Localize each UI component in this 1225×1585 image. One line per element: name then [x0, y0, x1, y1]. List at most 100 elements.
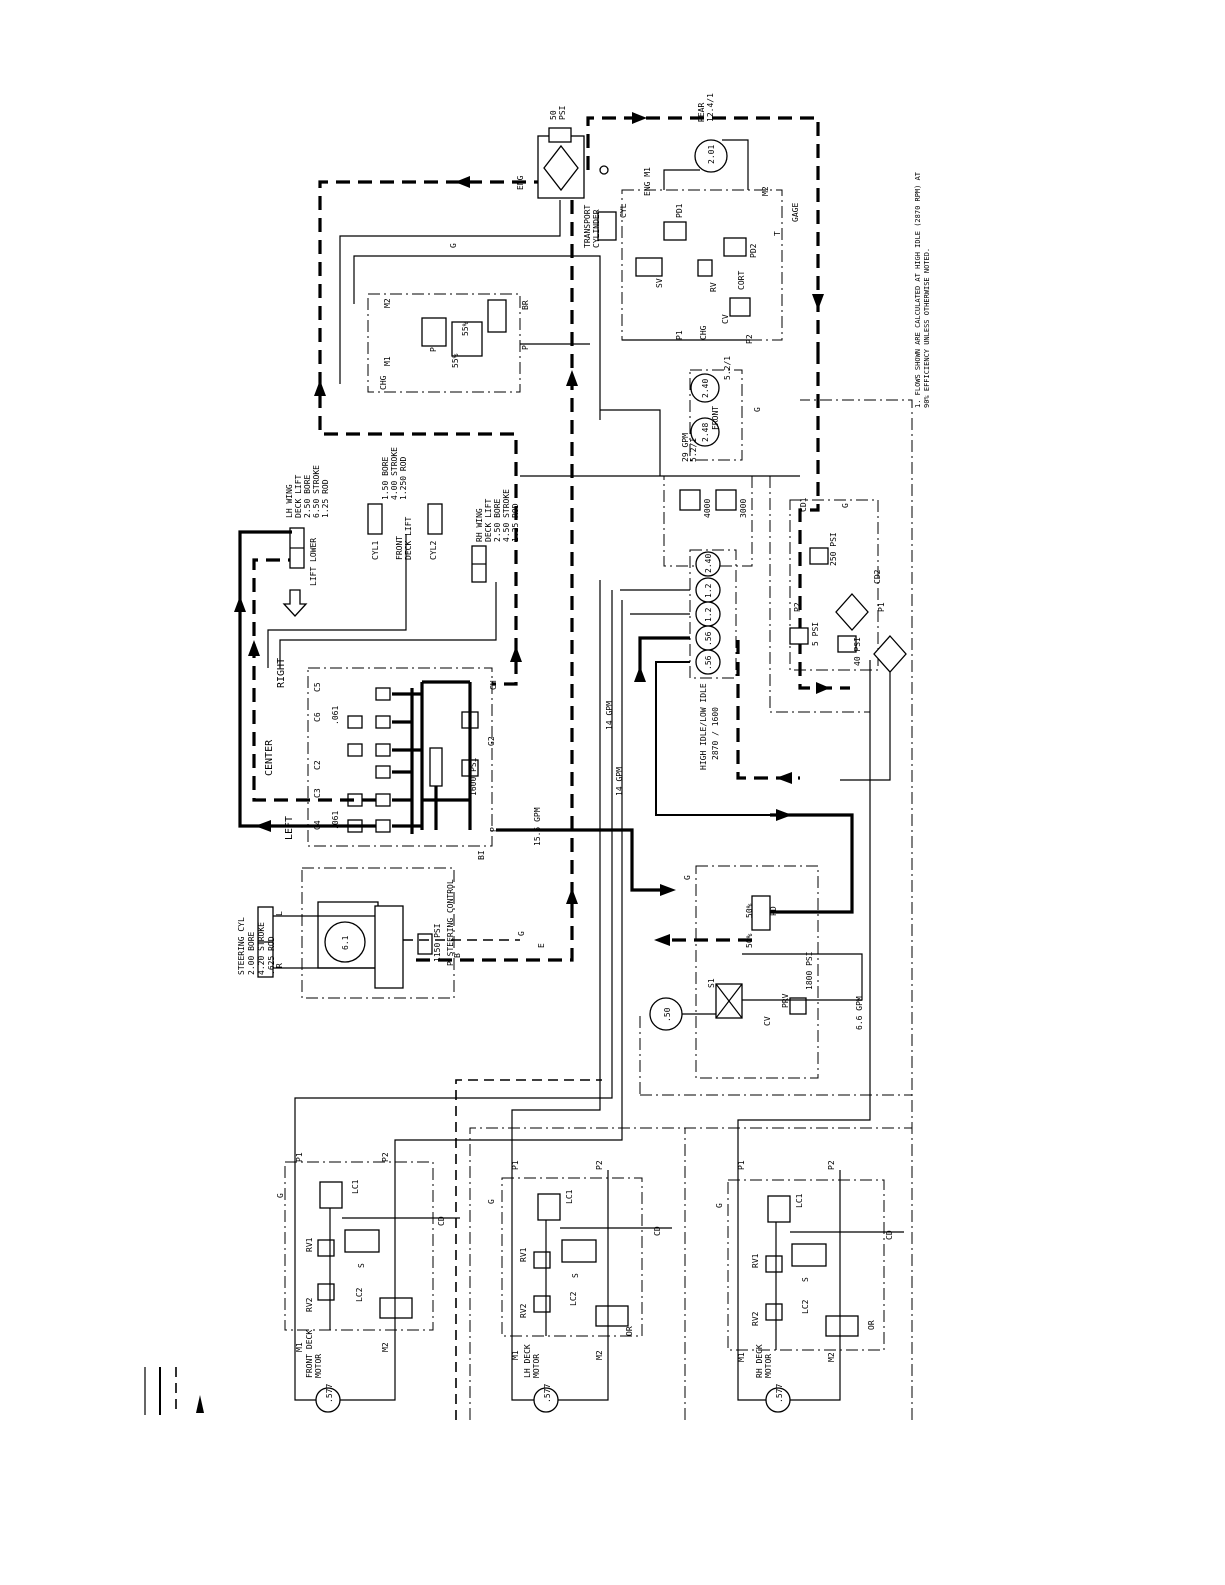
label-p1: P1 [675, 330, 684, 340]
label-gage: GAGE [791, 203, 800, 222]
pump-240-label: 2.40 [704, 554, 713, 573]
label-g: G [517, 931, 526, 936]
flow-arrow-icon [812, 294, 824, 310]
relief-4000 [679, 489, 701, 511]
rv2-valve [317, 1283, 335, 1301]
lift-valve-1 [375, 687, 391, 701]
lift-orifice-2: .061 [331, 706, 340, 725]
label-m2: M2 [595, 1350, 604, 1360]
flow-arrow-icon [566, 888, 578, 904]
steering-cyl-stroke: 4.20 STROKE [257, 922, 266, 975]
steering-cyl-bore: 2.00 BORE [247, 931, 256, 975]
s-valve [561, 1239, 597, 1263]
flow-29gpm: 29 GPM [681, 433, 690, 462]
charge-loop-left [318, 180, 548, 686]
flow-arrow-icon [632, 112, 647, 124]
transport-cylinder [597, 211, 617, 241]
manifold-outline [727, 1179, 885, 1351]
flow-divider [421, 317, 447, 347]
lift-direction-arrow-icon [282, 589, 308, 617]
front-ratio-b: 5.2/1 [689, 438, 698, 462]
idle-rpm-label: 2870 / 1600 [711, 707, 720, 760]
top-filter-assembly: 50PSI ENG [516, 105, 609, 199]
lift-center-label: CENTER [264, 739, 275, 776]
label-p2: P2 [595, 1160, 604, 1170]
steering-valve [374, 905, 404, 989]
label-p2: P2 [827, 1160, 836, 1170]
pump-stack-outline [689, 549, 737, 679]
charge-pump-label: .50 [663, 1007, 672, 1022]
front-drive-motors: 2.40 2.48 FRONT 5.2/1 5.2/1 29 GPM G [520, 356, 800, 477]
label-br: BR [521, 300, 530, 310]
chg-line-2 [353, 255, 601, 420]
label-prv: PRV [781, 993, 790, 1008]
lh-wing-rod: 1.25 ROD [321, 479, 330, 518]
label-p-inner: P [429, 347, 438, 352]
rv-valve [697, 259, 713, 277]
label-cort: CORT [737, 271, 746, 290]
label-cyl2: CYL2 [429, 541, 438, 560]
label-p2: P2 [793, 602, 802, 612]
lc2-valve [825, 1315, 859, 1337]
note-box: 1. FLOWS SHOWN ARE CALCULATED AT HIGH ID… [914, 171, 931, 408]
label-cyl: CYL [619, 203, 628, 218]
label-rv1: RV1 [751, 1253, 760, 1268]
lh-lift-return-line [252, 558, 376, 802]
drain-line-a [469, 1127, 912, 1420]
label-bi: BI [477, 850, 486, 860]
charge-supply-center [412, 200, 574, 962]
front-lift-stroke: 4.00 STROKE [390, 447, 399, 500]
lh-lift-pressure-line [238, 530, 376, 828]
label-m2: M2 [383, 298, 392, 308]
prv-valve [789, 997, 807, 1015]
check-5-label: 5 PSI [811, 622, 820, 646]
label-cv: CV [721, 314, 730, 324]
flow-14gpm-a: 14 GPM [605, 701, 614, 730]
check-40 [837, 635, 857, 653]
label-g: G [276, 1193, 285, 1198]
steering-relief [417, 933, 433, 955]
line-type-legend [144, 1367, 204, 1415]
note-text: 1. FLOWS SHOWN ARE CALCULATED AT HIGH ID… [914, 171, 931, 408]
lift-selector-valve [429, 747, 443, 787]
pump-56-outlet [638, 636, 690, 676]
flow-note: 1. FLOWS SHOWN ARE CALCULATED AT HIGH ID… [914, 171, 931, 408]
flow-divider-2 [451, 321, 483, 357]
rv2-valve [765, 1303, 783, 1321]
split-55-b: 55% [451, 353, 460, 368]
relief-3000-label: 3000 [739, 499, 748, 518]
front-lift-bore: 1.50 BORE [381, 456, 390, 500]
flow-arrow-icon [255, 820, 271, 832]
label-m2: M2 [761, 186, 770, 196]
front-motor-b-disp: 2.48 [701, 423, 710, 442]
charge-return-loop [314, 112, 850, 962]
label-c6: C6 [313, 712, 322, 722]
pd-flow-divider [751, 895, 771, 931]
label-chg: CHG [379, 375, 388, 390]
filter-element [543, 144, 579, 192]
pump-56b-outlet [655, 661, 770, 816]
label-t: T [773, 231, 782, 236]
front-deck-lift-cylinder-2 [427, 503, 443, 535]
front-deck-return [394, 600, 623, 1162]
label-lc1: LC1 [795, 1193, 804, 1208]
charge-filter-outline [789, 499, 879, 671]
flow-arrow-icon [776, 772, 792, 784]
label-s1: S1 [707, 978, 716, 988]
rear-motor-label: REAR [697, 103, 706, 122]
label-rv: RV [709, 282, 718, 292]
sv-valve [635, 257, 663, 277]
rv1-valve [317, 1239, 335, 1257]
pump-12a-label: 1.2 [704, 583, 713, 598]
case-drain-front [455, 1079, 602, 1420]
label-lc1: LC1 [565, 1189, 574, 1204]
pd2-valve [723, 237, 747, 257]
label-p1: P1 [295, 1152, 304, 1162]
label-cd: CD [653, 1226, 662, 1236]
check-5 [789, 627, 809, 645]
label-pd1: PD1 [675, 203, 684, 218]
split-50-a: 50% [745, 903, 754, 918]
steering-unit-disp: 6.1 [341, 935, 350, 950]
manifold-outline [501, 1177, 643, 1337]
lift-valve-5 [375, 793, 391, 807]
